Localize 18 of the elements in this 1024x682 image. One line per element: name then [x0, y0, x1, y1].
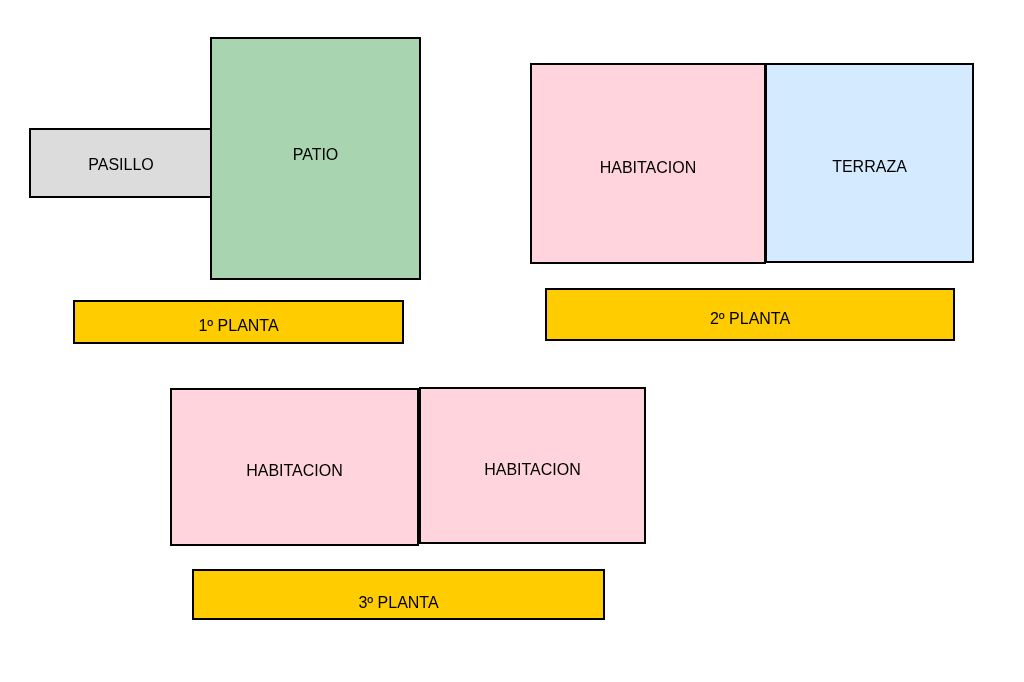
room — [530, 63, 766, 264]
room-label: HABITACION — [599, 158, 697, 177]
room-label: PASILLO — [88, 156, 154, 174]
floor-bar — [545, 288, 955, 341]
floor-bar — [192, 569, 605, 620]
floor-label: 3º PLANTA — [358, 593, 439, 612]
room-label: PATIO — [292, 145, 339, 164]
room — [29, 128, 213, 198]
floor-label: 2º PLANTA — [709, 309, 791, 328]
room — [419, 387, 646, 544]
room — [170, 388, 419, 546]
room — [210, 37, 421, 280]
floor-bar — [73, 300, 404, 344]
room-label: TERRAZA — [832, 158, 907, 176]
room — [765, 63, 974, 263]
floor-label: 1º PLANTA — [198, 317, 279, 335]
room-label: HABITACION — [246, 462, 343, 480]
room-label: HABITACION — [484, 460, 581, 479]
